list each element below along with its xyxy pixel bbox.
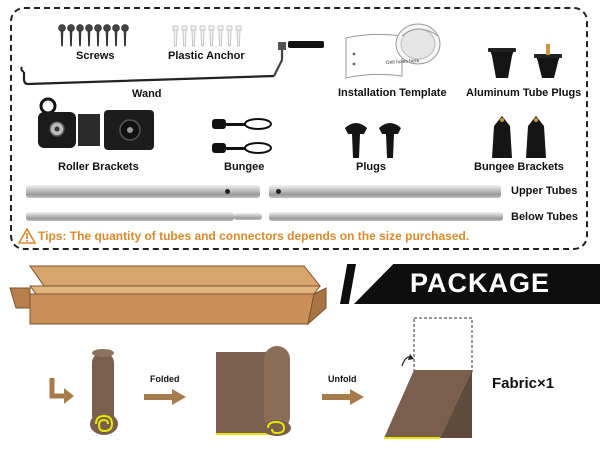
- unfold-label: Unfold: [328, 374, 357, 384]
- roller-brackets-icon: [38, 97, 154, 150]
- folded-label: Folded: [150, 374, 180, 384]
- plugs-icon: [345, 123, 401, 158]
- installation-template-icon: [345, 23, 441, 79]
- plastic-anchor-label: Plastic Anchor: [168, 50, 245, 62]
- bungee-icon: [212, 118, 272, 154]
- banner-stripe: [340, 264, 356, 304]
- upper-tube-left: [26, 185, 260, 198]
- fabric-quantity-label: Fabric×1: [492, 375, 555, 392]
- upper-tube-right: [269, 185, 501, 198]
- below-tube-left: [26, 212, 234, 221]
- bungee-brackets-label: Bungee Brackets: [474, 161, 564, 173]
- upper-tube-hole: [225, 189, 230, 194]
- wand-icon: [20, 41, 324, 86]
- rolled-fabric-icon: [90, 349, 118, 435]
- package-banner-text: PACKAGE: [410, 268, 551, 298]
- half-rolled-fabric-icon: [216, 346, 291, 436]
- below-tube-right: [269, 212, 503, 221]
- unfolded-fabric-icon: [384, 317, 473, 439]
- below-tubes-label: Below Tubes: [511, 211, 579, 223]
- parts-box: [10, 7, 588, 250]
- screws-icon: [58, 24, 129, 47]
- upper-tubes-label: Upper Tubes: [511, 185, 578, 197]
- screws-label: Screws: [76, 50, 115, 62]
- plugs-label: Plugs: [356, 161, 386, 173]
- tip-text: Tips: The quantity of tubes and connecto…: [38, 229, 470, 243]
- warning-icon: [18, 228, 36, 244]
- below-tube-joint: [234, 213, 262, 220]
- installation-template-label: Installation Template: [338, 87, 447, 99]
- wand-label: Wand: [132, 88, 162, 100]
- arrow-right-icon: [322, 389, 364, 405]
- roller-brackets-label: Roller Brackets: [58, 161, 139, 173]
- cardboard-box-icon: [9, 265, 327, 326]
- arrow-right-icon: [144, 389, 186, 405]
- aluminum-tube-plugs-icon: [488, 44, 562, 78]
- bungee-brackets-icon: [492, 116, 546, 158]
- bungee-label: Bungee: [224, 161, 265, 173]
- upper-tube-hole: [276, 189, 281, 194]
- bent-arrow-icon: [49, 378, 74, 404]
- package-banner: [354, 264, 600, 304]
- plastic-anchor-icon: [172, 25, 242, 47]
- aluminum-tube-plugs-label: Aluminum Tube Plugs: [466, 87, 582, 99]
